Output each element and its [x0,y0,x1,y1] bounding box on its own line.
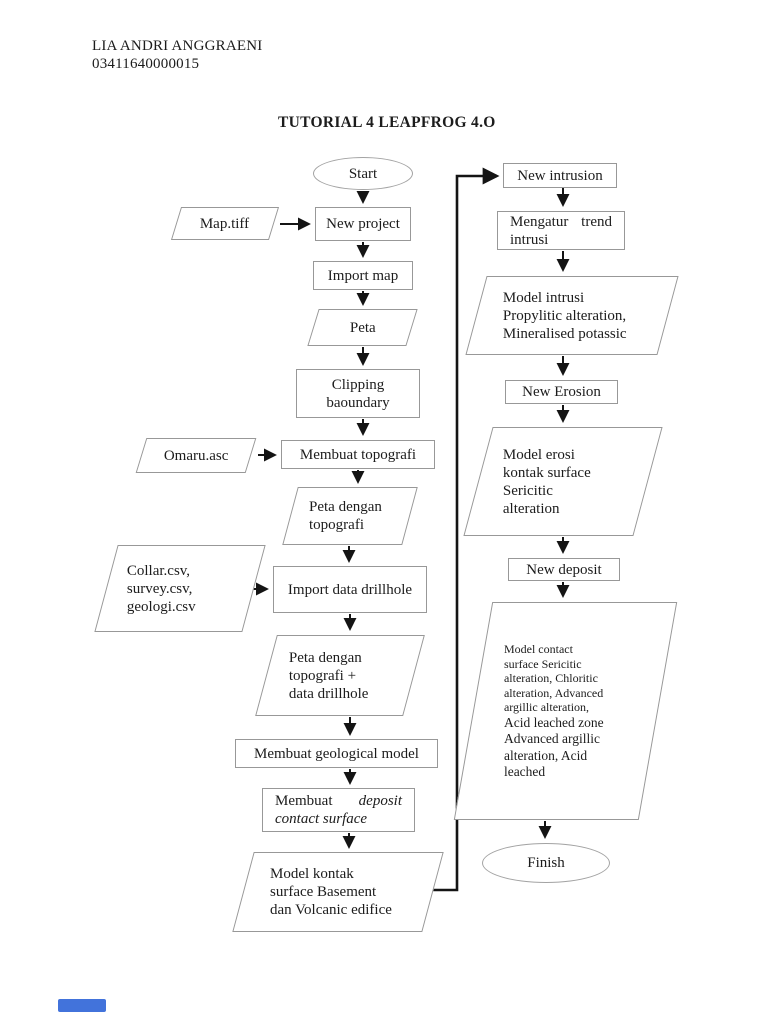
flow-step-membuat-geological-model: Membuat geological model [235,739,438,768]
mengatur-word2: trend [581,213,612,230]
flow-input-collar-survey-geologi: Collar.csv, survey.csv, geologi.csv [94,545,266,632]
flow-step-mengatur-trend-intrusi: Mengatur trend intrusi [497,211,625,250]
page-title: TUTORIAL 4 LEAPFROG 4.O [278,114,496,131]
model-intrusi-label: Model intrusi Propylitic alteration, Min… [503,289,627,342]
omaru-asc-label: Omaru.asc [163,447,229,464]
membuat-geological-model-label: Membuat geological model [254,745,419,762]
membuat-topografi-label: Membuat topografi [299,446,417,463]
flow-output-model-kontak-surface: Model kontak surface Basement dan Volcan… [232,852,444,932]
new-intrusion-label: New intrusion [517,167,603,184]
peta-topografi-drillhole-label: Peta dengan topografi + data drillhole [289,649,369,702]
model-contact-part2: Acid leached zone Advanced argillic alte… [504,714,604,779]
flow-output-model-erosi: Model erosi kontak surface Sericitic alt… [463,427,663,536]
flow-step-new-deposit: New deposit [508,558,620,581]
import-data-drillhole-label: Import data drillhole [287,581,413,598]
flow-output-peta-dengan-topografi: Peta dengan topografi [282,487,418,545]
membuat-deposit-word2: deposit [358,793,402,809]
collar-survey-geologi-label: Collar.csv, survey.csv, geologi.csv [127,562,196,615]
finish-label: Finish [527,855,565,871]
new-project-label: New project [326,216,400,232]
flow-step-import-data-drillhole: Import data drillhole [273,566,427,613]
clipping-baoundary-label: Clipping baoundary [326,376,390,411]
flow-output-model-intrusi: Model intrusi Propylitic alteration, Min… [465,276,679,355]
peta-dengan-topografi-label: Peta dengan topografi [309,499,382,533]
flow-step-clipping-baoundary: Clipping baoundary [296,369,420,418]
flow-step-membuat-deposit-contact-surface: Membuat deposit contact surface [262,788,415,832]
model-erosi-label: Model erosi kontak surface Sericitic alt… [503,446,591,517]
flow-output-peta: Peta [307,309,418,346]
flow-step-new-project: New project [315,207,411,241]
import-map-label: Import map [327,267,399,284]
flow-output-model-contact-surface: Model contact surface Sericitic alterati… [453,602,678,820]
page-header: LIA ANDRI ANGGRAENI 03411640000015 [92,37,262,73]
flow-input-omaru-asc: Omaru.asc [135,438,257,473]
flow-input-map-tiff: Map.tiff [170,207,280,240]
flow-step-import-map: Import map [313,261,413,290]
peta-label: Peta [349,319,376,336]
flow-step-membuat-topografi: Membuat topografi [281,440,435,469]
model-kontak-label: Model kontak surface Basement dan Volcan… [270,866,392,918]
membuat-deposit-line2: contact surface [275,811,368,827]
mengatur-line2: intrusi [510,231,549,248]
membuat-deposit-word1: Membuat [275,793,333,809]
new-deposit-label: New deposit [526,561,602,578]
model-contact-part1: Model contact surface Sericitic alterati… [504,641,604,715]
start-label: Start [348,165,378,182]
author-name: LIA ANDRI ANGGRAENI [92,38,263,54]
page-progress-bar [58,999,106,1012]
author-id: 03411640000015 [92,56,200,72]
flow-finish-terminator: Finish [482,843,610,883]
flow-step-new-intrusion: New intrusion [503,163,617,188]
new-erosion-label: New Erosion [522,384,601,400]
flow-output-peta-topografi-drillhole: Peta dengan topografi + data drillhole [255,635,425,716]
mengatur-word1: Mengatur [510,213,569,230]
map-tiff-label: Map.tiff [200,215,250,232]
flow-start-terminator: Start [313,157,413,190]
flow-step-new-erosion: New Erosion [505,380,618,404]
